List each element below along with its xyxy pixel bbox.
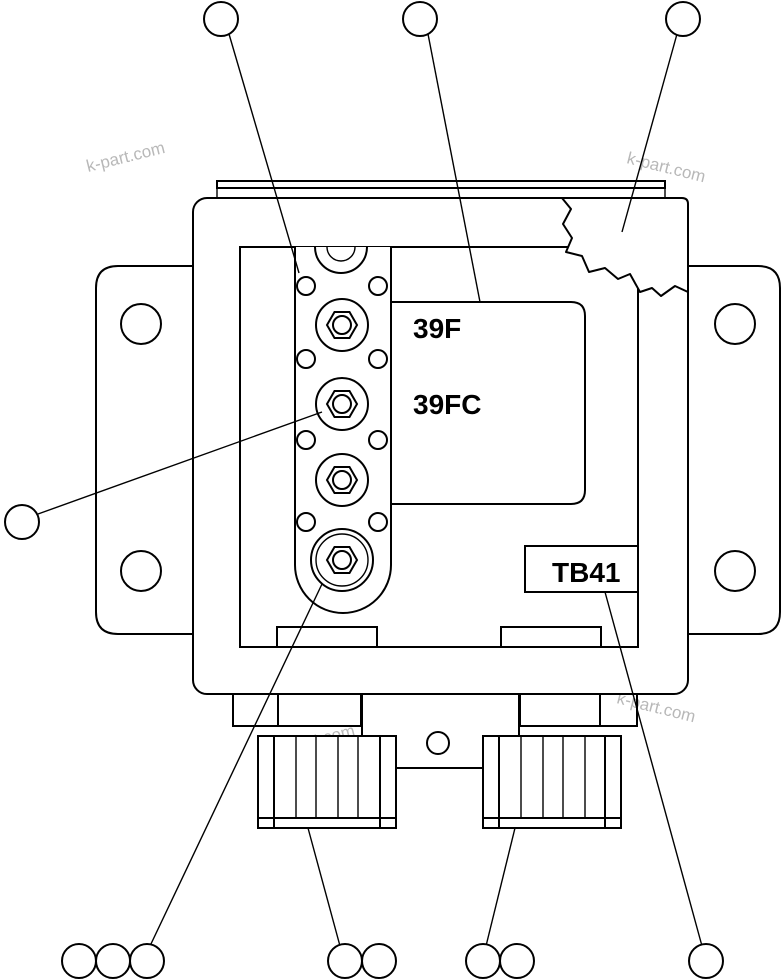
cutaway-corner bbox=[561, 197, 689, 297]
terminal-strip bbox=[294, 246, 392, 614]
watermark-1: k-part.com bbox=[84, 138, 167, 176]
cable-gland-left bbox=[257, 735, 397, 829]
callout-balloon bbox=[402, 1, 438, 37]
mount-hole-right-top bbox=[714, 303, 756, 345]
block-label-tb41: TB41 bbox=[552, 557, 620, 588]
callout-balloon bbox=[203, 1, 239, 37]
top-screw-partial bbox=[314, 246, 368, 274]
terminal-label-39f: 39F bbox=[413, 313, 461, 344]
terminal-label-39fc: 39FC bbox=[413, 389, 481, 420]
block-tag bbox=[524, 545, 639, 593]
screw-terminal-1 bbox=[315, 298, 369, 352]
mount-hole-right-bottom bbox=[714, 550, 756, 592]
callout-balloons bbox=[4, 1, 724, 979]
callout-balloon bbox=[129, 943, 165, 979]
mounting-ear-right bbox=[688, 265, 781, 635]
callout-balloon bbox=[4, 504, 40, 540]
callout-balloon bbox=[327, 943, 363, 979]
screw-terminal-3 bbox=[315, 453, 369, 507]
mount-hole-left-top bbox=[120, 303, 162, 345]
leader-lines bbox=[37, 33, 703, 947]
callout-balloon bbox=[465, 943, 501, 979]
callout-balloon bbox=[499, 943, 535, 979]
callout-balloon bbox=[361, 943, 397, 979]
cable-gland-right bbox=[482, 735, 622, 829]
callout-balloon bbox=[688, 943, 724, 979]
callout-balloon bbox=[61, 943, 97, 979]
callout-balloon bbox=[95, 943, 131, 979]
screw-terminal-4 bbox=[310, 528, 374, 592]
center-screw bbox=[426, 731, 450, 755]
mount-hole-left-bottom bbox=[120, 550, 162, 592]
screw-terminal-2 bbox=[315, 377, 369, 431]
callout-balloon bbox=[665, 1, 701, 37]
mounting-ear-left bbox=[95, 265, 193, 635]
label-plate bbox=[388, 301, 586, 505]
